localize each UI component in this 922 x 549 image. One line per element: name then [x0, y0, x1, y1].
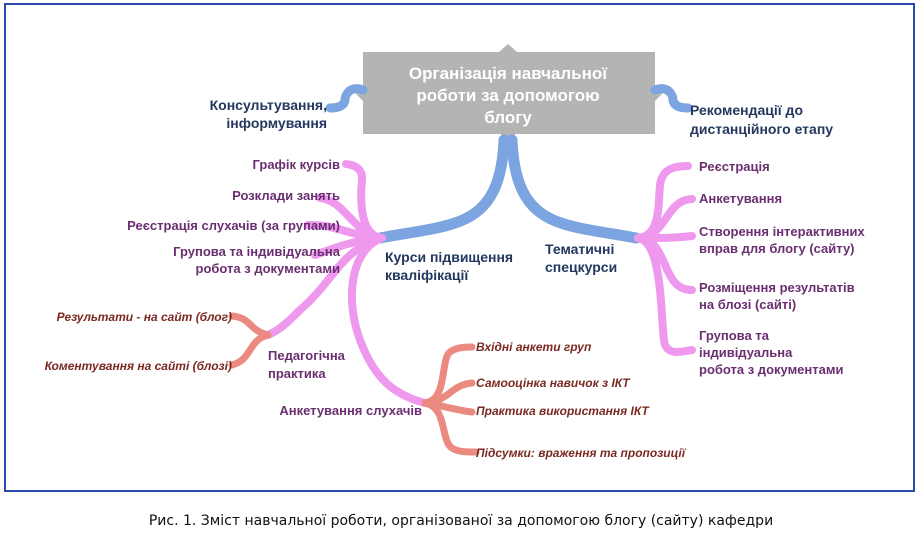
survey-item: Самооцінка навичок з ІКТ	[476, 376, 631, 390]
courses-item: Групова та індивідуальна робота з докумен…	[173, 244, 341, 276]
survey-item: Практика використання ІКТ	[476, 404, 650, 418]
center-node	[355, 44, 663, 140]
special-item-line: на блозі (сайті)	[699, 297, 796, 312]
practice-item: Коментування на сайті (блозі)	[45, 359, 232, 373]
survey-item-line: Самооцінка навичок з ІКТ	[476, 376, 631, 390]
consult-line: Консультування,	[210, 97, 327, 113]
branch-consult	[325, 84, 368, 113]
special-line: Тематичні	[545, 241, 614, 257]
survey-label: Анкетування слухачів	[279, 403, 422, 418]
branch-practice-comments	[228, 331, 272, 369]
special-item: Анкетування	[699, 191, 782, 206]
survey-item-line: Вхідні анкети груп	[476, 340, 592, 354]
practice-item-line: Коментування на сайті (блозі)	[45, 359, 232, 373]
practice-item-line: Результати - на сайт (блог)	[57, 310, 232, 324]
special-item-line: вправ для блогу (сайту)	[699, 241, 855, 256]
consult-label: Консультування, інформування	[210, 97, 327, 131]
special-item-line: робота з документами	[699, 362, 843, 377]
courses-item: Реєстрація слухачів (за групами)	[127, 218, 340, 233]
courses-item: Розклади занять	[232, 188, 340, 203]
special-item-line: Групова та	[699, 328, 770, 343]
blue-trunk	[374, 134, 642, 244]
practice-item: Результати - на сайт (блог)	[57, 310, 232, 324]
branch-recommend	[650, 84, 693, 113]
center-title-line: роботи за допомогою	[416, 86, 599, 105]
recommend-line: дистанційного етапу	[690, 121, 833, 137]
recommend-line: Рекомендації до	[690, 102, 803, 118]
special-item-line: Розміщення результатів	[699, 280, 855, 295]
special-courses-label: Тематичні спецкурси	[545, 241, 617, 275]
courses-label: Курси підвищення кваліфікації	[385, 249, 513, 283]
survey-item: Підсумки: враження та пропозиції	[476, 446, 687, 460]
pink-branches-right	[634, 162, 696, 356]
special-item-line: Реєстрація	[699, 159, 770, 174]
courses-item-line: Групова та індивідуальна	[173, 244, 341, 259]
courses-item-line: Реєстрація слухачів (за групами)	[127, 218, 340, 233]
courses-item-line: робота з документами	[196, 261, 340, 276]
center-title-line: блогу	[484, 108, 532, 127]
special-item-line: Анкетування	[699, 191, 782, 206]
salmon-branches-survey	[421, 343, 480, 456]
figure-caption: Рис. 1. Зміст навчальної роботи, організ…	[148, 513, 774, 529]
special-line: спецкурси	[545, 259, 617, 275]
survey-item: Вхідні анкети груп	[476, 340, 592, 354]
center-title-line: Організація навчальної	[409, 64, 608, 83]
special-item-line: Створення інтерактивних	[699, 224, 866, 239]
courses-item-line: Розклади занять	[232, 188, 340, 203]
pink-branches-left	[264, 160, 429, 407]
courses-item: Графік курсів	[253, 157, 341, 172]
courses-item-line: Графік курсів	[253, 157, 341, 172]
courses-line: Курси підвищення	[385, 249, 513, 265]
branch-practice-results	[228, 312, 272, 339]
practice-line: практика	[268, 366, 326, 381]
survey-item-line: Практика використання ІКТ	[476, 404, 650, 418]
special-item: Реєстрація	[699, 159, 770, 174]
special-item: Створення інтерактивних вправ для блогу (…	[699, 224, 866, 256]
practice-line: Педагогічна	[268, 348, 346, 363]
special-item-line: індивідуальна	[699, 345, 793, 360]
special-item: Групова та індивідуальна робота з документ…	[699, 328, 843, 377]
courses-line: кваліфікації	[385, 267, 469, 283]
special-item: Розміщення результатів на блозі (сайті)	[699, 280, 855, 312]
practice-label: Педагогічна практика	[268, 348, 346, 381]
consult-line: інформування	[226, 115, 327, 131]
survey-item-line: Підсумки: враження та пропозиції	[476, 446, 687, 460]
practice-items: Результати - на сайт (блог) Коментування …	[45, 310, 232, 373]
center-title: Організація навчальної роботи за допомого…	[409, 64, 608, 127]
recommend-label: Рекомендації до дистанційного етапу	[690, 102, 833, 137]
